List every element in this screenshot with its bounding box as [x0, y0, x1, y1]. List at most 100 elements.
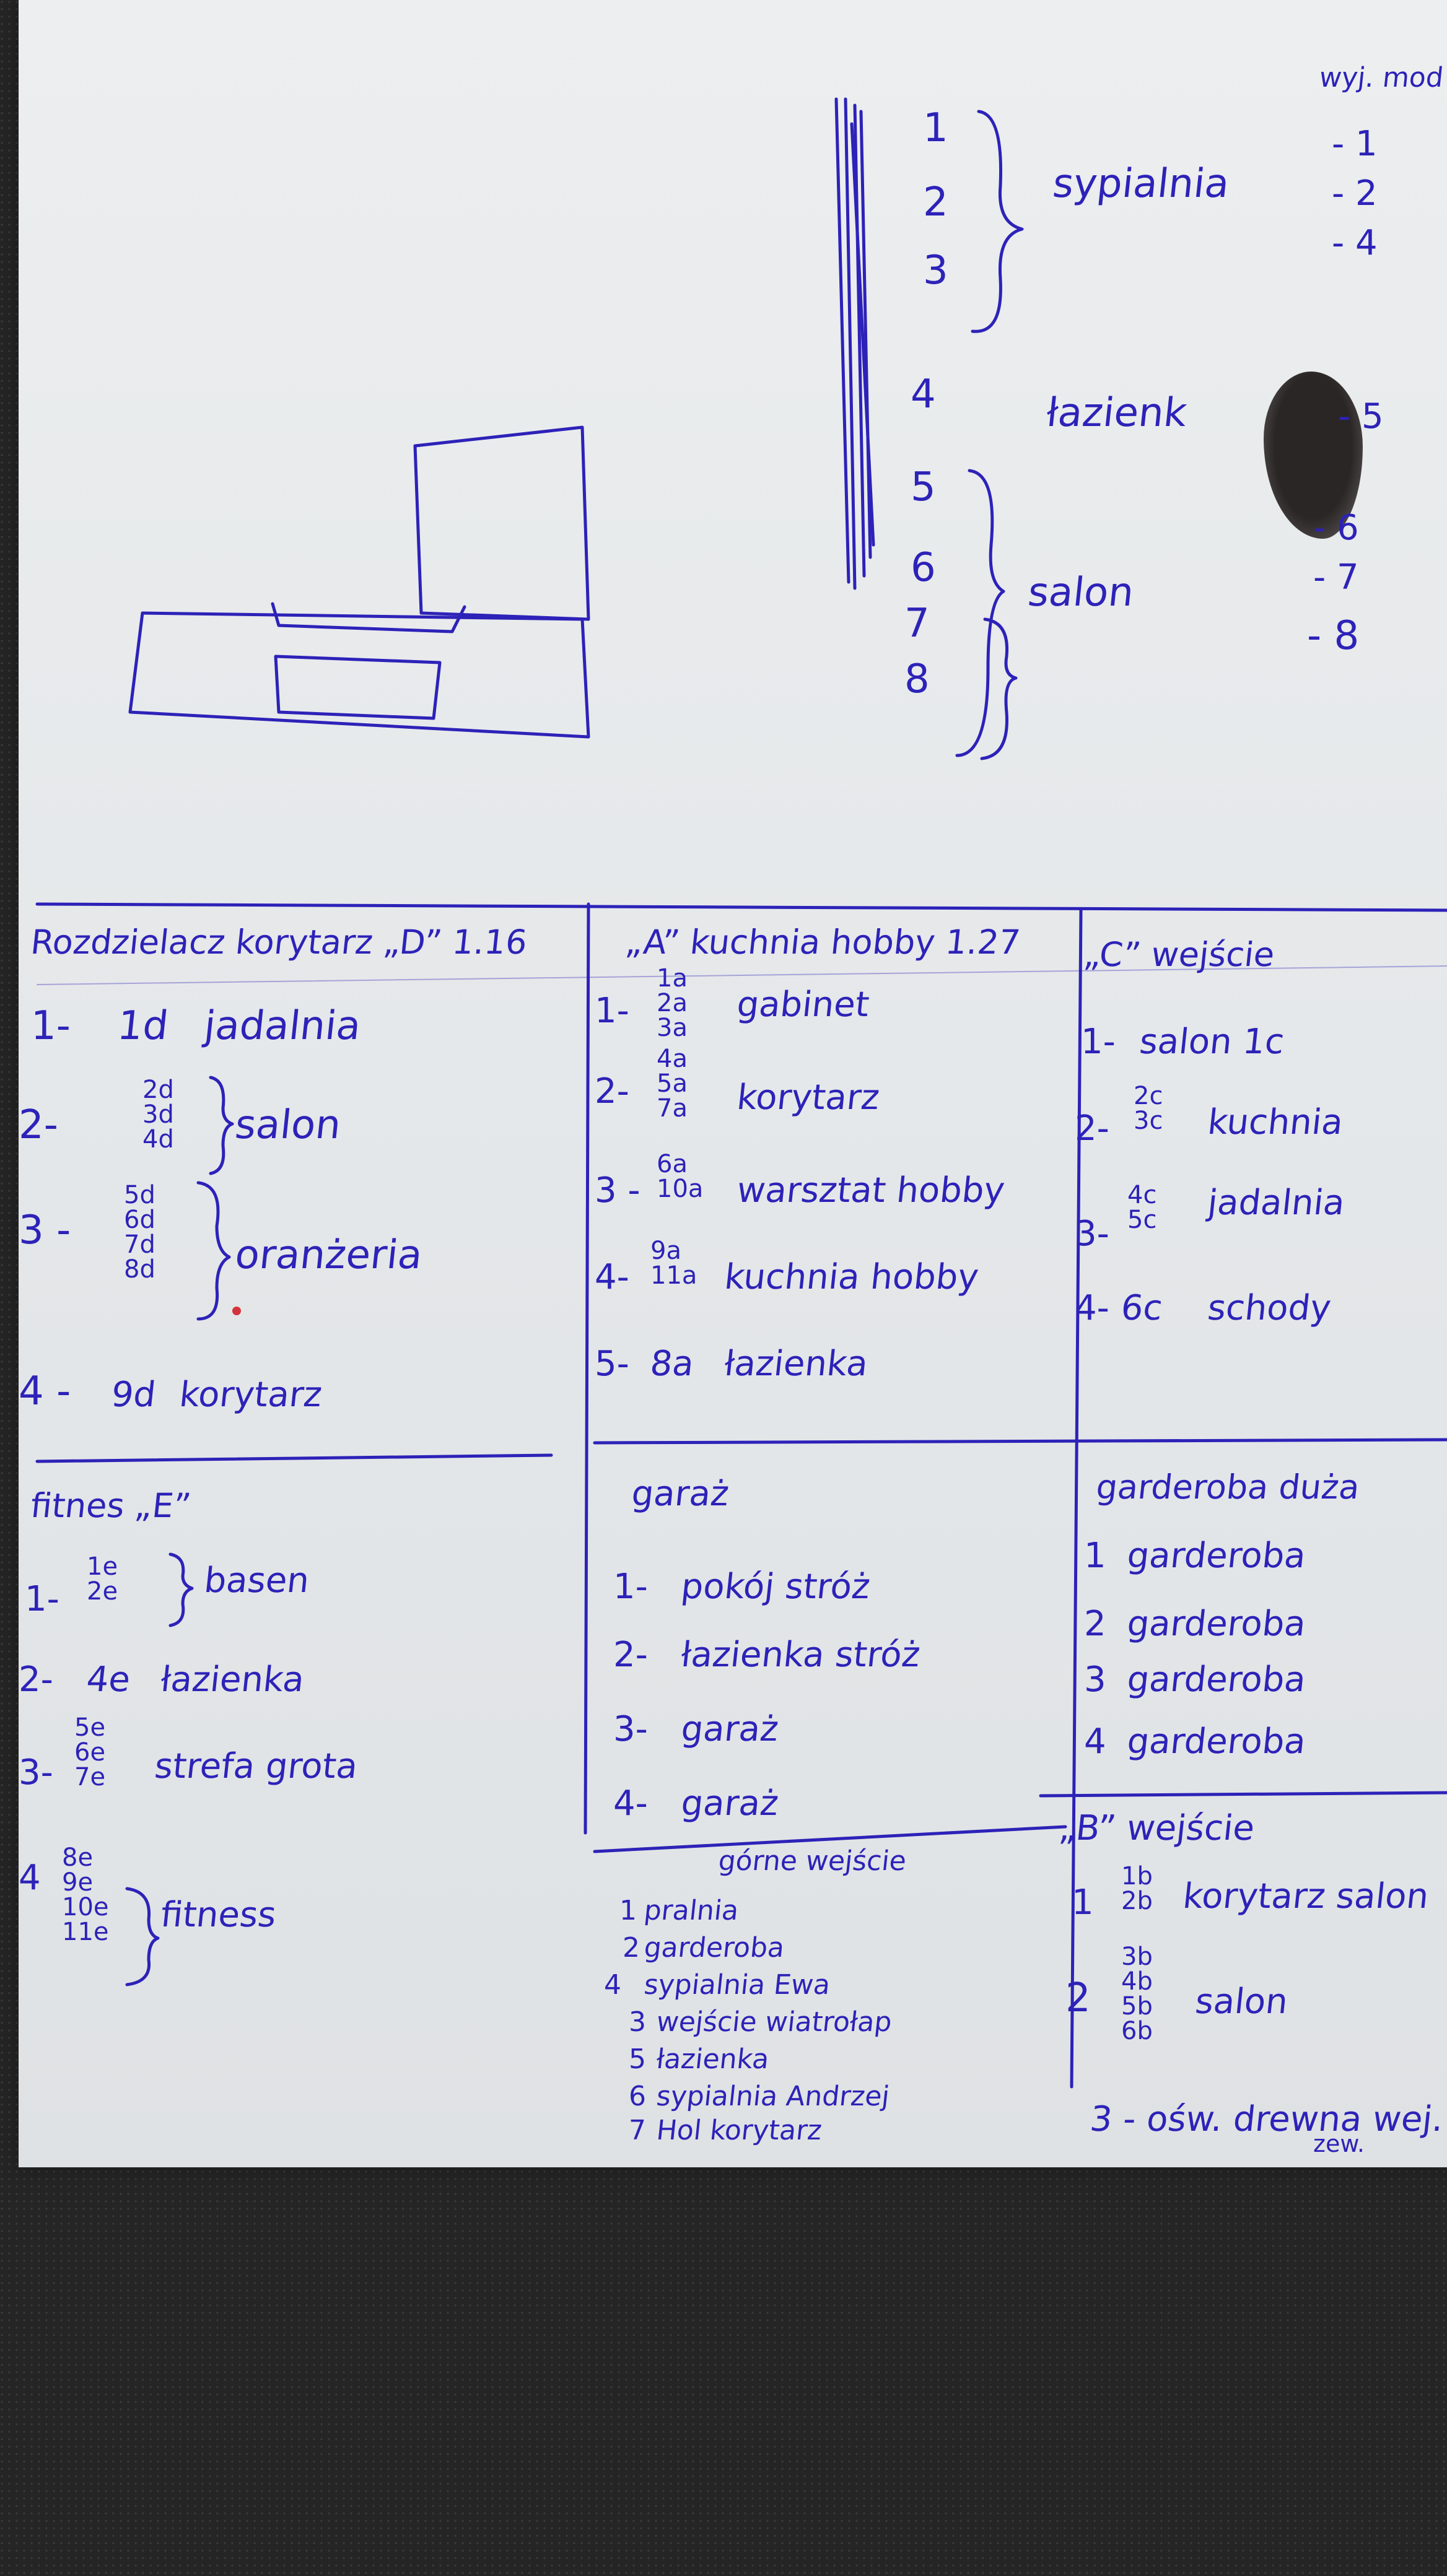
paper-sheet: wyj. mod - 1 - 2 - 4 - 5 - 6 - 7 - 8 1 2…: [19, 0, 1447, 2167]
section-a-num: 3 -: [595, 1170, 640, 1211]
section-c-num: 2-: [1075, 1108, 1109, 1149]
section-gorne-num: 6: [629, 2081, 646, 2112]
section-b-footer: 3 - ośw. drewna wej.: [1088, 2099, 1446, 2139]
plan-tall-room: [413, 425, 590, 621]
section-d-label: oranżeria: [233, 1232, 425, 1278]
diagram-num: 4: [911, 372, 936, 417]
section-a-label: łazienka: [722, 1344, 870, 1384]
section-garderoba-label: garderoba: [1125, 1721, 1308, 1762]
section-garaz-num: 4-: [613, 1783, 648, 1824]
top-right-num: - 1: [1332, 124, 1378, 164]
diagram-num: 3: [923, 248, 948, 294]
diagram-num: 1: [923, 105, 948, 151]
diagram-num: 2: [923, 180, 948, 225]
section-d-num: 3 -: [19, 1208, 71, 1253]
section-gorne-num: 2: [623, 1932, 640, 1964]
section-e-code: 4e: [84, 1660, 133, 1700]
red-dot: [232, 1307, 241, 1315]
section-gorne-num: 5: [629, 2043, 646, 2075]
section-e-num: 4: [19, 1858, 41, 1898]
section-c-label: schody: [1205, 1288, 1333, 1328]
section-e-label: fitness: [159, 1895, 278, 1935]
section-c-code: 6c: [1119, 1288, 1165, 1328]
section-garaz-label: łazienka stróż: [679, 1635, 922, 1675]
section-b-label: korytarz salon: [1181, 1876, 1431, 1917]
section-e-title: fitnes „E”: [28, 1486, 193, 1525]
section-a-code: 8a: [648, 1344, 696, 1384]
section-e-label: basen: [202, 1560, 312, 1601]
section-garaz-label: garaż: [679, 1709, 781, 1749]
section-e-label: łazienka: [159, 1660, 307, 1700]
section-a-num: 2-: [595, 1071, 629, 1112]
section-a-title: „A” kuchnia hobby 1.27: [623, 923, 1023, 962]
section-d-code: 1d: [115, 1003, 171, 1049]
diagram-num: 7: [904, 601, 930, 646]
section-gorne-label: sypialnia Andrzej: [655, 2081, 891, 2112]
section-garderoba-num: 1: [1084, 1536, 1106, 1576]
top-right-header: wyj. mod: [1318, 62, 1445, 94]
section-garaz-num: 1-: [613, 1567, 648, 1607]
section-e-num: 3-: [19, 1752, 53, 1793]
section-d-label: korytarz: [177, 1375, 324, 1415]
section-a-num: 4-: [595, 1257, 629, 1297]
section-gorne-title: górne wejście: [717, 1845, 908, 1877]
top-right-num: - 8: [1307, 613, 1360, 659]
section-a-label: gabinet: [735, 985, 872, 1025]
diagram-num: 5: [911, 464, 936, 510]
section-garaz-title: garaż: [629, 1474, 732, 1514]
section-gorne-label: pralnia: [642, 1895, 740, 1926]
section-gorne-label: sypialnia Ewa: [642, 1969, 832, 2001]
label-lazienka: łazienk: [1044, 390, 1189, 436]
section-garaz-label: pokój stróż: [679, 1567, 872, 1607]
section-b-title: „B” wejście: [1057, 1808, 1257, 1848]
plan-inner-room: [274, 655, 442, 720]
section-d-title: Rozdzielacz korytarz „D” 1.16: [28, 923, 530, 962]
top-right-num: - 5: [1338, 396, 1384, 437]
section-b-label: salon: [1193, 1982, 1290, 2022]
section-d-label: salon: [233, 1102, 343, 1148]
top-right-num: - 6: [1313, 508, 1359, 548]
section-garderoba-label: garderoba: [1125, 1536, 1308, 1576]
section-garderoba-num: 4: [1084, 1721, 1106, 1762]
section-d-code: 9d: [109, 1375, 158, 1415]
top-right-num: - 4: [1332, 223, 1378, 263]
section-gorne-num: 4: [604, 1969, 621, 2001]
section-a-label: korytarz: [735, 1077, 881, 1118]
label-salon: salon: [1026, 570, 1136, 616]
section-gorne-label: wejście wiatrołap: [655, 2006, 894, 2038]
diagram-num: 6: [911, 545, 936, 591]
section-gorne-label: garderoba: [642, 1932, 786, 1964]
section-gorne-num: 1: [619, 1895, 637, 1926]
section-garaz-num: 2-: [613, 1635, 648, 1675]
section-garderoba-label: garderoba: [1125, 1660, 1308, 1700]
top-right-num: - 2: [1332, 173, 1378, 214]
section-garderoba-title: garderoba duża: [1094, 1468, 1362, 1507]
section-c-num: 3-: [1075, 1214, 1109, 1254]
section-e-num: 1-: [25, 1579, 59, 1619]
section-c-title: „C” wejście: [1082, 935, 1277, 974]
section-c-label: jadalnia: [1205, 1183, 1347, 1223]
section-garaz-num: 3-: [613, 1709, 648, 1749]
section-garderoba-num: 2: [1084, 1604, 1106, 1644]
section-gorne-num: 3: [629, 2006, 646, 2038]
section-b-footer-sub: zew.: [1313, 2130, 1365, 2157]
section-gorne-label: Hol korytarz: [655, 2115, 824, 2146]
section-garaz-label: garaż: [679, 1783, 781, 1824]
section-d-num: 1-: [31, 1003, 71, 1049]
section-c-num: 1-: [1081, 1022, 1116, 1062]
section-e-label: strefa grota: [152, 1746, 360, 1786]
section-c-num: 4-: [1075, 1288, 1109, 1328]
section-garderoba-num: 3: [1084, 1660, 1106, 1700]
section-c-label: salon 1c: [1137, 1022, 1287, 1062]
